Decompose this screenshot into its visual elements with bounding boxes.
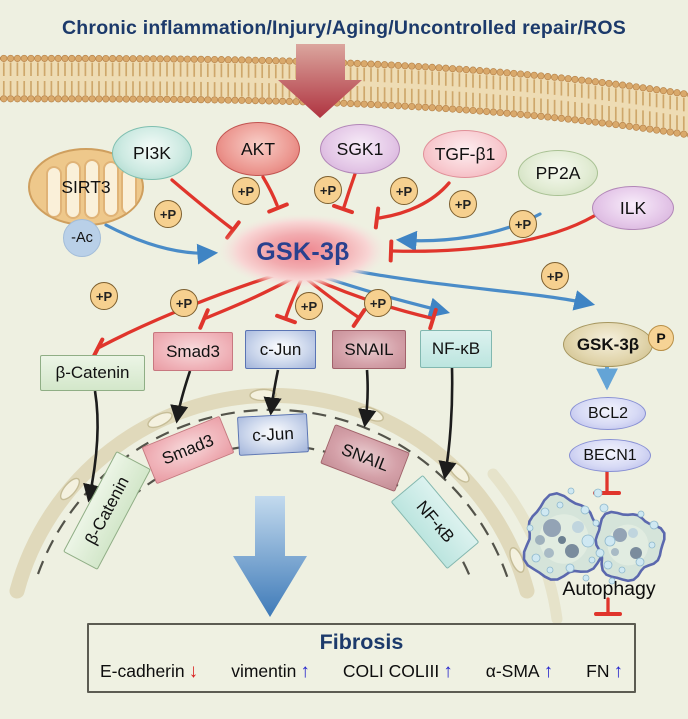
plus-p-badge: +P bbox=[170, 289, 198, 317]
autophagosome-cells bbox=[522, 487, 666, 585]
tgfb1-node: TGF-β1 bbox=[423, 130, 507, 178]
fibrosis-markers: E-cadherin ↓ vimentin ↑ COLI COLIII ↑ α-… bbox=[89, 656, 634, 686]
marker-label: vimentin bbox=[231, 660, 297, 681]
up-arrow-icon: ↑ bbox=[543, 660, 554, 682]
up-arrow-icon: ↑ bbox=[300, 660, 310, 682]
plus-p-badge: +P bbox=[295, 292, 323, 320]
ilk-node: ILK bbox=[592, 186, 674, 230]
down-arrow-icon: ↓ bbox=[188, 660, 199, 682]
marker-e-cadherin: E-cadherin ↓ bbox=[100, 661, 198, 682]
sirt3-label: SIRT3 bbox=[61, 176, 111, 197]
plus-p-badge: +P bbox=[90, 282, 118, 310]
up-arrow-icon: ↑ bbox=[613, 660, 623, 682]
plus-p-badge: +P bbox=[449, 190, 477, 218]
fibrosis-big-arrow bbox=[233, 496, 307, 617]
marker-label: α-SMA bbox=[485, 660, 540, 681]
phospho-p-badge: P bbox=[648, 325, 674, 351]
sgk1-node: SGK1 bbox=[320, 124, 400, 174]
plus-p-badge: +P bbox=[314, 176, 342, 204]
smad3-box: Smad3 bbox=[153, 332, 233, 371]
marker-a-sma: α-SMA ↑ bbox=[486, 661, 553, 682]
marker-vimentin: vimentin ↑ bbox=[231, 661, 310, 682]
marker-label: FN bbox=[586, 660, 610, 681]
fibrosis-title: Fibrosis bbox=[319, 629, 404, 654]
mito-crista bbox=[84, 159, 100, 219]
gsk3b-node: GSK-3β bbox=[256, 237, 350, 266]
nfkb-box: NF-κB bbox=[420, 330, 492, 368]
c-jun-box: c-Jun bbox=[245, 330, 316, 369]
mito-crista bbox=[65, 161, 81, 219]
autophagy-label: Autophagy bbox=[562, 577, 656, 600]
up-arrow-icon: ↑ bbox=[443, 660, 453, 682]
plus-p-badge: +P bbox=[541, 262, 569, 290]
mito-crista bbox=[103, 161, 119, 217]
b-catenin-box: β-Catenin bbox=[40, 355, 145, 391]
marker-label: COLI COLIII bbox=[342, 660, 440, 681]
pp2a-node: PP2A bbox=[518, 150, 598, 196]
nucleus-c-jun-box: c-Jun bbox=[237, 413, 309, 456]
marker-fn: FN ↑ bbox=[586, 661, 623, 682]
gsk3b-phospho-node: GSK-3β bbox=[563, 322, 653, 367]
becn1-node: BECN1 bbox=[569, 439, 651, 472]
mito-crista bbox=[46, 166, 62, 218]
gsk3b-glow bbox=[219, 214, 387, 288]
fibrosis-box: Fibrosis E-cadherin ↓ vimentin ↑ COLI CO… bbox=[87, 623, 636, 693]
figure-title: Chronic inflammation/Injury/Aging/Uncont… bbox=[62, 16, 626, 39]
plus-p-badge: +P bbox=[364, 289, 392, 317]
akt-node: AKT bbox=[216, 122, 300, 176]
plus-p-badge: +P bbox=[154, 200, 182, 228]
bcl2-node: BCL2 bbox=[570, 397, 646, 430]
pi3k-node: PI3K bbox=[112, 126, 192, 180]
nuclear-import-arrows bbox=[83, 367, 457, 503]
minus-ac-badge: -Ac bbox=[63, 219, 101, 257]
stress-big-arrow bbox=[278, 44, 362, 118]
marker-label: E-cadherin bbox=[100, 660, 185, 681]
snail-box: SNAIL bbox=[332, 330, 406, 369]
plus-p-badge: +P bbox=[390, 177, 418, 205]
plus-p-badge: +P bbox=[232, 177, 260, 205]
marker-collagen: COLI COLIII ↑ bbox=[343, 661, 453, 682]
plus-p-badge: +P bbox=[509, 210, 537, 238]
